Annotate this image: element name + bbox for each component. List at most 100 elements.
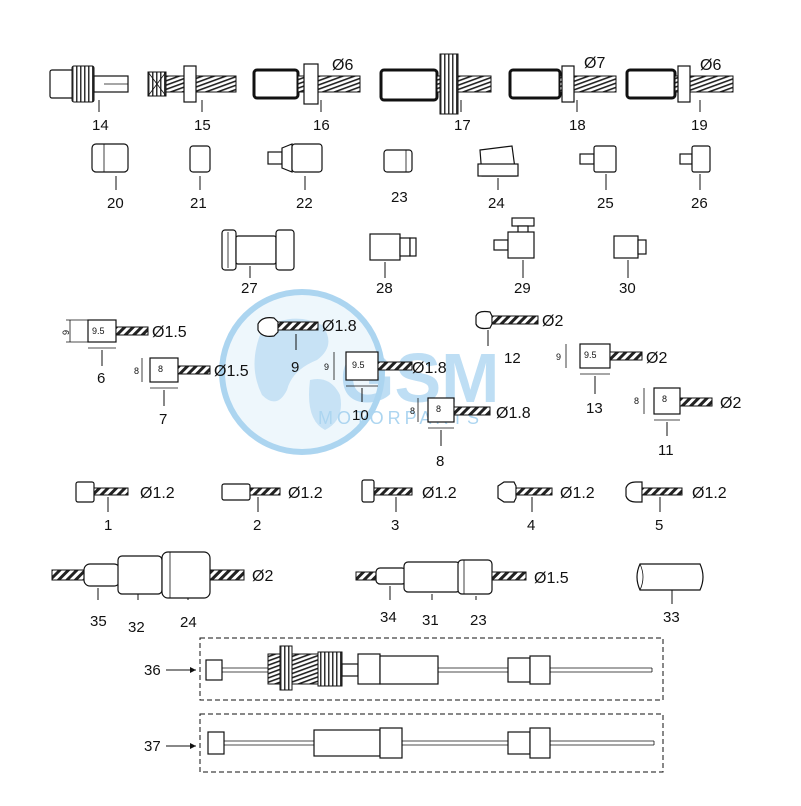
part-15: 15 [147,65,237,134]
diameter-13: Ø2 [646,350,667,367]
part-20: 20 [91,143,129,212]
part-number-1: 1 [104,517,112,534]
part-number-22: 22 [296,195,313,212]
diameter-b: Ø1.5 [534,570,569,587]
part-24: 24 [477,145,519,212]
cable-assembly-b: Ø1.5 34 31 23 [355,559,569,629]
diameter-10: Ø1.8 [412,360,447,377]
diameter-3: Ø1.2 [422,485,457,502]
part-number-2: 2 [253,517,261,534]
dim-h-10: 9 [324,362,329,372]
part-number-14: 14 [92,117,109,134]
part-number-5: 5 [655,517,663,534]
diameter-19: Ø6 [700,57,721,74]
part-number-8: 8 [436,453,444,470]
part-number-19: 19 [691,117,708,134]
part-number-25: 25 [597,195,614,212]
part-number-32: 32 [128,619,145,636]
part-18: Ø7 18 [508,55,617,134]
diameter-12: Ø2 [542,313,563,330]
part-number-24b: 24 [180,614,197,631]
part-number-4: 4 [527,517,535,534]
part-number-13: 13 [586,400,603,417]
part-number-31: 31 [422,612,439,629]
part-number-24: 24 [488,195,505,212]
part-4: Ø1.2 4 [497,481,595,534]
part-number-28: 28 [376,280,393,297]
diameter-6: Ø1.5 [152,324,187,341]
diameter-5: Ø1.2 [692,485,727,502]
part-number-21: 21 [190,195,207,212]
diameter-a: Ø2 [252,568,273,585]
diameter-1: Ø1.2 [140,485,175,502]
part-number-35: 35 [90,613,107,630]
part-26: 26 [679,145,711,212]
diameter-2: Ø1.2 [288,485,323,502]
part-1: Ø1.2 1 [75,481,175,534]
part-14: 14 [49,65,129,134]
part-11: 8 8 Ø2 11 [634,387,741,459]
dim-h-8: 8 [410,406,415,416]
part-10: 9.5 9 Ø1.8 10 [324,351,447,424]
part-number-17: 17 [454,117,471,134]
diameter-18: Ø7 [584,55,605,72]
part-number-6: 6 [97,370,105,387]
part-number-15: 15 [194,117,211,134]
dim-w-11: 8 [662,394,667,404]
part-16: Ø6 16 [252,57,361,134]
part-5: Ø1.2 5 [625,481,727,534]
part-33: 33 [636,563,704,626]
diameter-7: Ø1.5 [214,363,249,380]
part-6: 9.5 9 Ø1.5 6 [61,319,187,387]
part-12: Ø2 12 [475,310,563,367]
part-number-20: 20 [107,195,124,212]
part-30: 30 [613,235,647,297]
part-29: 29 [493,217,535,297]
part-number-30: 30 [619,280,636,297]
dim-h-11: 8 [634,396,639,406]
diameter-16: Ø6 [332,57,353,74]
part-number-27: 27 [241,280,258,297]
part-17: 17 [379,53,492,134]
part-number-3: 3 [391,517,399,534]
part-number-18: 18 [569,117,586,134]
dim-w-7: 8 [158,364,163,374]
dim-w-8: 8 [436,404,441,414]
part-2: Ø1.2 2 [221,483,323,534]
part-7: 8 8 Ø1.5 7 [134,357,249,428]
part-number-9: 9 [291,359,299,376]
part-13: 9.5 9 Ø2 13 [556,343,667,417]
diameter-9: Ø1.8 [322,318,357,335]
part-number-7: 7 [159,411,167,428]
part-number-37: 37 [144,738,161,755]
diameter-8: Ø1.8 [496,405,531,422]
part-number-16: 16 [313,117,330,134]
dim-h-13: 9 [556,352,561,362]
dim-w-6: 9.5 [92,326,105,336]
part-19: Ø6 19 [625,57,734,134]
dim-h-6: 9 [61,330,71,335]
part-number-26: 26 [691,195,708,212]
diameter-4: Ø1.2 [560,485,595,502]
part-number-34: 34 [380,609,397,626]
part-28: 28 [369,233,417,297]
assembly-36: 36 [144,637,664,701]
part-number-33: 33 [663,609,680,626]
dim-w-10: 9.5 [352,360,365,370]
part-number-29: 29 [514,280,531,297]
dim-h-7: 8 [134,366,139,376]
part-8: 8 8 Ø1.8 8 [410,397,531,470]
part-21: 21 [189,145,211,212]
part-22: 22 [267,143,323,212]
dim-w-13: 9.5 [584,350,597,360]
part-number-12: 12 [504,350,521,367]
part-25: 25 [579,145,617,212]
part-9: Ø1.8 9 [257,317,357,376]
part-27: 27 [221,229,295,297]
part-23: 23 [383,149,413,206]
assembly-37: 37 [144,713,664,773]
part-number-36: 36 [144,662,161,679]
part-3: Ø1.2 3 [361,479,457,534]
